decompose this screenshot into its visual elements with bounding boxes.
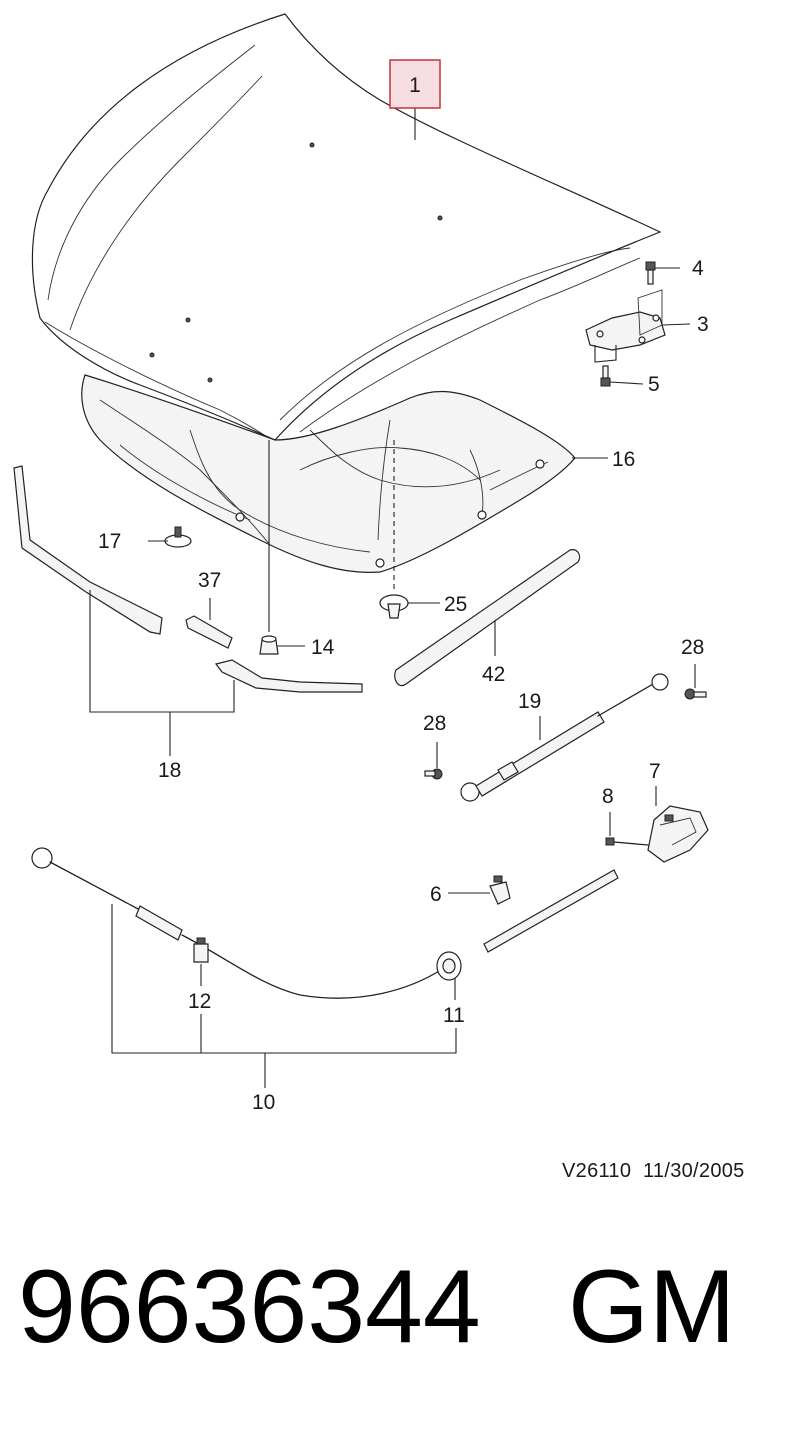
callout-25[interactable]: 25 xyxy=(444,593,467,616)
hood-bumper-14 xyxy=(259,635,279,655)
callout-18[interactable]: 18 xyxy=(158,759,181,782)
callout-8[interactable]: 8 xyxy=(602,785,614,808)
hinge-bolt-upper xyxy=(645,261,656,285)
hood-panel xyxy=(31,13,662,443)
callout-28-left[interactable]: 28 xyxy=(423,712,446,735)
cable-retainer-6 xyxy=(489,875,511,905)
hood-latch xyxy=(647,805,709,863)
cable-grommet-11 xyxy=(436,951,462,981)
hood-hinge xyxy=(585,289,666,363)
hinge-bolt-lower xyxy=(600,365,611,387)
callout-12[interactable]: 12 xyxy=(188,990,211,1013)
callout-6[interactable]: 6 xyxy=(430,883,442,906)
brand-label: GM xyxy=(568,1249,736,1365)
callout-1[interactable]: 1 xyxy=(409,74,421,97)
push-clip-17 xyxy=(164,526,192,548)
callout-4[interactable]: 4 xyxy=(692,257,704,280)
leader-lines xyxy=(89,108,696,1088)
callout-42[interactable]: 42 xyxy=(482,663,505,686)
callout-17[interactable]: 17 xyxy=(98,530,121,553)
gas-strut xyxy=(460,673,669,802)
front-weatherstrip xyxy=(13,465,163,635)
callout-labels: 1 4 3 5 16 17 37 25 14 28 42 19 28 18 7 … xyxy=(98,74,709,1114)
push-clip-25 xyxy=(379,594,409,619)
part-number: 96636344 xyxy=(18,1249,481,1365)
callout-highlight-box xyxy=(389,59,441,109)
callout-11[interactable]: 11 xyxy=(443,1004,465,1027)
callout-7[interactable]: 7 xyxy=(649,760,661,783)
callout-3[interactable]: 3 xyxy=(697,313,709,336)
callout-37[interactable]: 37 xyxy=(198,569,221,592)
ball-stud-left xyxy=(424,768,443,780)
trim-strip-42 xyxy=(394,549,581,687)
side-weatherstrip xyxy=(214,659,363,693)
callout-5[interactable]: 5 xyxy=(648,373,660,396)
callout-14[interactable]: 14 xyxy=(311,636,335,659)
callout-19[interactable]: 19 xyxy=(518,690,541,713)
ball-stud-right xyxy=(684,688,707,700)
diagram-reference-code: V26110 11/30/2005 xyxy=(562,1160,745,1182)
seal-clip-37 xyxy=(185,615,233,649)
latch-bolt xyxy=(605,837,649,846)
cable-clip-12 xyxy=(193,937,209,963)
callout-28-right[interactable]: 28 xyxy=(681,636,704,659)
release-cable xyxy=(31,847,619,999)
callout-10[interactable]: 10 xyxy=(252,1091,275,1114)
callout-16[interactable]: 16 xyxy=(612,448,635,471)
hood-inner-frame xyxy=(81,374,576,573)
